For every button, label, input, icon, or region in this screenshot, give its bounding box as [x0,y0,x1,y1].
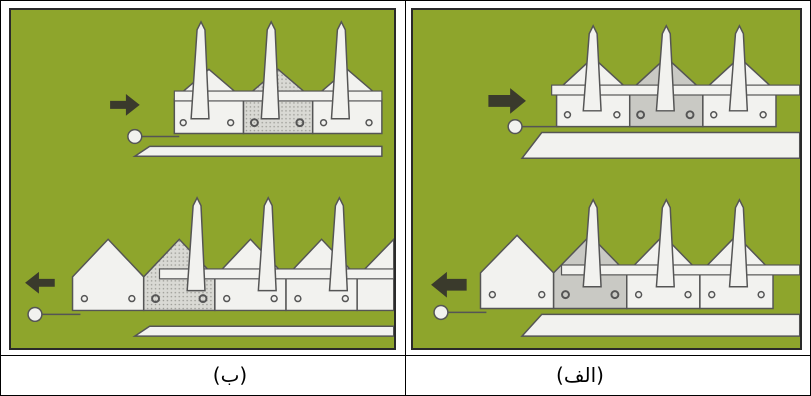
direction-arrow-right [488,88,526,114]
direction-arrow-left [431,271,467,298]
drive-head [127,128,143,145]
top-cutter-assembly [488,24,800,159]
panel-b-caption: (ب) [212,363,248,387]
bottom-cutter-assembly [25,196,394,337]
drive-head [433,304,449,321]
knife-back [551,84,800,96]
horizontal-divider [0,355,811,356]
bottom-cutter-assembly [431,198,800,337]
guard-bar [132,325,394,337]
panel-alef-illustration [411,8,802,350]
guard-fingers [190,20,351,120]
knife-back [560,264,800,276]
guard-fingers [582,198,749,288]
guard-fingers [186,196,349,292]
rivets [80,294,350,304]
rivets [179,118,373,128]
vertical-divider [405,0,406,395]
rivets [563,110,767,120]
panel-alef-caption: (الف) [556,363,604,387]
blade-section [71,238,145,312]
top-cutter-assembly [110,20,383,158]
drive-head [507,118,523,135]
drive-head [27,306,43,323]
guard-bar [132,145,383,158]
direction-arrow-left [25,271,55,294]
rivets [488,290,765,300]
guard-bar [520,131,800,159]
guard-bar [520,313,800,337]
direction-arrow-right [110,94,140,116]
knife-back [158,268,394,280]
panel-b-illustration [9,8,396,350]
guard-fingers [582,24,749,112]
